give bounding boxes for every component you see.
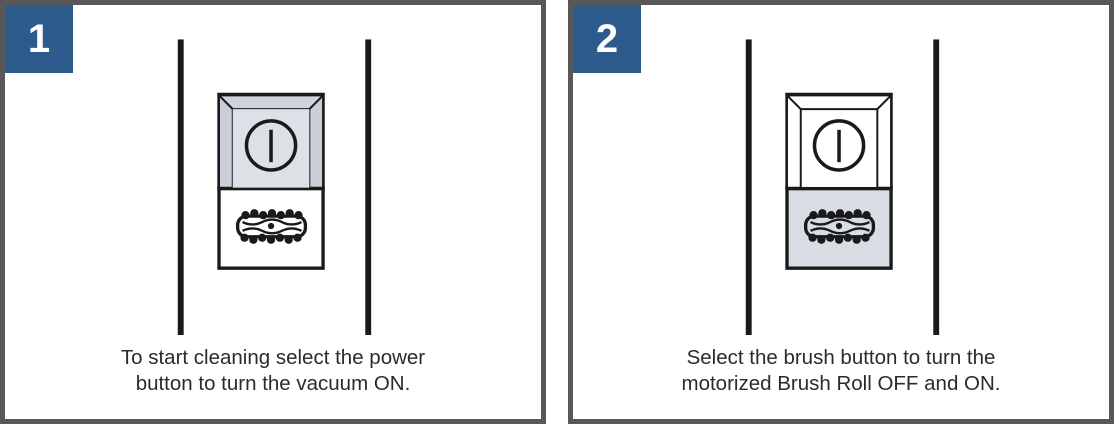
power-symbol-icon[interactable] [244,119,298,172]
step-panel-1: 1 [0,0,546,424]
bevel-top-icon [216,94,326,111]
vacuum-head-body [216,92,326,270]
bevel-right-icon [876,93,893,189]
vacuum-head-illustration-1 [177,39,372,335]
vacuum-head-body [784,92,894,270]
guide-line-left-icon [177,39,184,335]
bevel-top-icon [784,94,894,111]
guide-line-left-icon [745,39,752,335]
guide-line-right-icon [365,39,372,335]
step-caption-1: To start cleaning select the power butto… [5,345,541,397]
step-caption-2: Select the brush button to turn the moto… [573,345,1109,397]
brush-roll-icon[interactable] [803,209,876,244]
step-number-label: 2 [595,17,619,61]
step-number-badge-2: 2 [573,5,641,73]
bevel-right-icon [308,93,325,189]
vacuum-head-illustration-2 [745,39,940,335]
step-caption-text: To start cleaning select the power butto… [120,345,426,395]
guide-line-right-icon [933,39,940,335]
bevel-left-icon [218,93,234,189]
step-caption-text: Select the brush button to turn the moto… [681,345,1001,395]
brush-roll-icon[interactable] [235,209,308,244]
power-symbol-icon[interactable] [812,119,866,172]
step-number-label: 1 [27,17,51,61]
bevel-left-icon [786,93,802,189]
step-number-badge-1: 1 [5,5,73,73]
step-panel-2: 2 [568,0,1114,424]
